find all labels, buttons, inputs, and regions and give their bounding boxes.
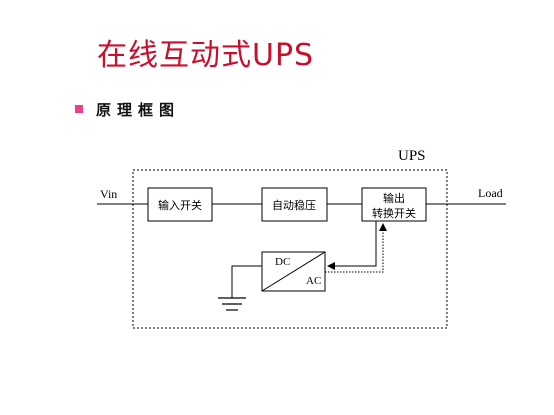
slide-title: 在线互动式UPS — [97, 38, 315, 73]
output-switch-label-line2: 转换开关 — [372, 206, 416, 220]
ups-label: UPS — [398, 148, 426, 164]
input-switch-label: 输入开关 — [158, 198, 202, 212]
input-switch-block — [147, 187, 213, 222]
output-switch-label-line1: 输出 — [383, 191, 405, 205]
converter-ac-label: AC — [306, 275, 321, 287]
dc-ground-line — [231, 265, 262, 298]
bullet-marker — [75, 105, 83, 113]
avr-block — [261, 187, 328, 222]
ups-boundary — [132, 169, 448, 329]
converter-dc-label: DC — [275, 256, 290, 268]
bullet-text: 原理框图 — [96, 101, 181, 119]
load-label: Load — [478, 186, 503, 200]
avr-label: 自动稳压 — [272, 198, 316, 212]
converter-to-switch-dotted-line — [325, 223, 387, 273]
converter-diagonal — [261, 251, 326, 292]
vin-label: Vin — [100, 187, 117, 201]
switch-to-converter-line — [327, 221, 377, 270]
